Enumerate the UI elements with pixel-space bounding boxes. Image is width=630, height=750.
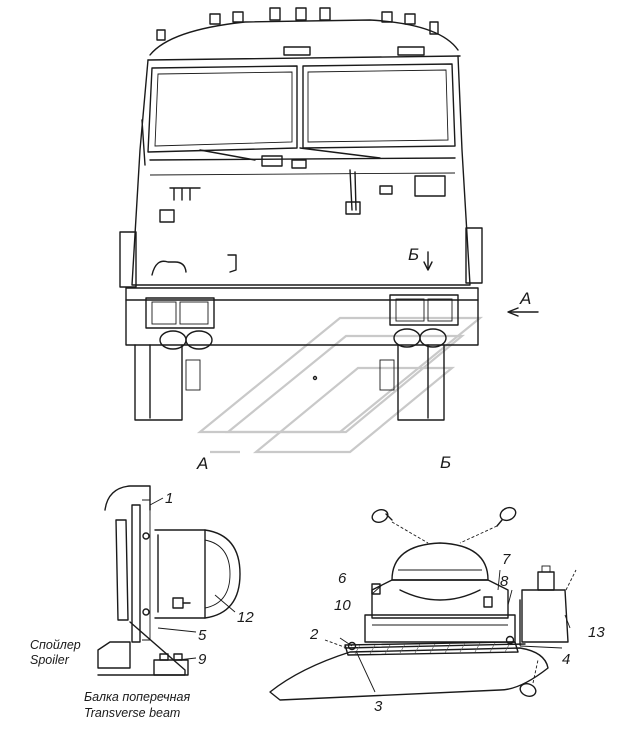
watermark-logo xyxy=(196,316,484,454)
view-b-title: Б xyxy=(440,453,451,472)
view-a-side-detail xyxy=(97,485,241,676)
view-a-title: A xyxy=(196,454,208,473)
spoiler-label-ru: Спойлер xyxy=(30,638,81,652)
bulb-right-bottom xyxy=(519,683,537,697)
bulb-right-top xyxy=(496,506,517,527)
truck-front-view xyxy=(119,7,539,421)
beam-label-en: Transverse beam xyxy=(84,706,180,720)
callout-2: 2 xyxy=(309,626,319,643)
callout-4: 4 xyxy=(562,651,570,668)
arrow-a-label: A xyxy=(519,289,531,308)
arrow-b-label: Б xyxy=(408,245,419,264)
view-b-lamp-assembly xyxy=(269,506,577,701)
callout-6: 6 xyxy=(338,570,347,587)
callout-9: 9 xyxy=(198,651,207,668)
beam-label-ru: Балка поперечная xyxy=(84,690,190,704)
callout-5: 5 xyxy=(198,627,207,644)
callout-12: 12 xyxy=(237,609,254,626)
callout-13: 13 xyxy=(588,624,605,641)
callout-3: 3 xyxy=(374,698,383,715)
callout-10: 10 xyxy=(334,597,351,614)
callout-1: 1 xyxy=(165,490,173,507)
callout-7: 7 xyxy=(502,551,511,568)
bulb-left-top xyxy=(371,509,393,523)
callout-8: 8 xyxy=(500,573,509,590)
spoiler-label-en: Spoiler xyxy=(30,653,70,667)
